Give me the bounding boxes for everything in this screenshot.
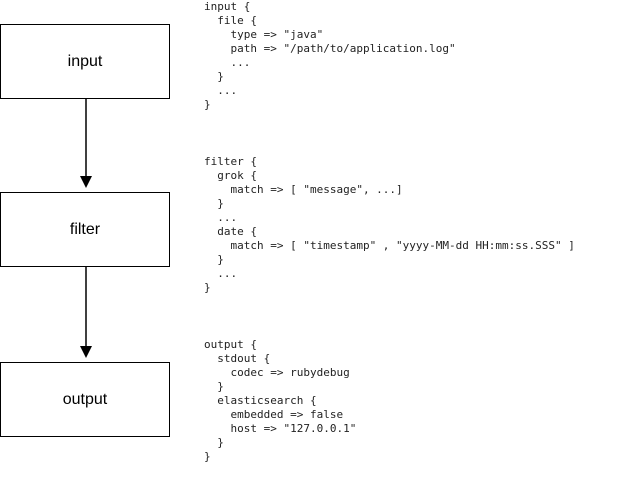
code-line: ... <box>204 267 238 280</box>
stage-label-output: output <box>62 390 108 408</box>
code-line: host => "127.0.0.1" <box>204 422 357 435</box>
code-line: ... <box>204 211 238 224</box>
code-line: } <box>204 253 224 266</box>
code-line: grok { <box>204 169 257 182</box>
code-block-filter: filter { grok { match => [ "message", ..… <box>204 155 575 295</box>
code-line: } <box>204 450 211 463</box>
code-line: } <box>204 436 224 449</box>
code-line: date { <box>204 225 257 238</box>
code-block-input: input { file { type => "java" path => "/… <box>204 0 456 112</box>
stage-label-filter: filter <box>69 220 101 238</box>
code-line: filter { <box>204 155 257 168</box>
code-line: path => "/path/to/application.log" <box>204 42 456 55</box>
code-line: } <box>204 98 211 111</box>
code-line: elasticsearch { <box>204 394 317 407</box>
stage-box-input: input <box>0 24 170 99</box>
code-line: ... <box>204 84 238 97</box>
code-line: codec => rubydebug <box>204 366 350 379</box>
code-line: stdout { <box>204 352 271 365</box>
code-line: input { <box>204 0 251 13</box>
code-line: } <box>204 197 224 210</box>
code-line: ... <box>204 56 251 69</box>
code-line: embedded => false <box>204 408 344 421</box>
arrow-input-to-filter <box>80 99 92 188</box>
code-line: } <box>204 380 224 393</box>
stage-box-output: output <box>0 362 170 437</box>
code-line: match => [ "timestamp" , "yyyy-MM-dd HH:… <box>204 239 575 252</box>
code-line: output { <box>204 338 257 351</box>
code-line: } <box>204 281 211 294</box>
code-block-output: output { stdout { codec => rubydebug } e… <box>204 338 356 464</box>
code-line: } <box>204 70 224 83</box>
code-line: match => [ "message", ...] <box>204 183 403 196</box>
code-line: file { <box>204 14 257 27</box>
stage-label-input: input <box>67 52 103 70</box>
arrow-filter-to-output <box>80 267 92 358</box>
code-line: type => "java" <box>204 28 324 41</box>
stage-box-filter: filter <box>0 192 170 267</box>
